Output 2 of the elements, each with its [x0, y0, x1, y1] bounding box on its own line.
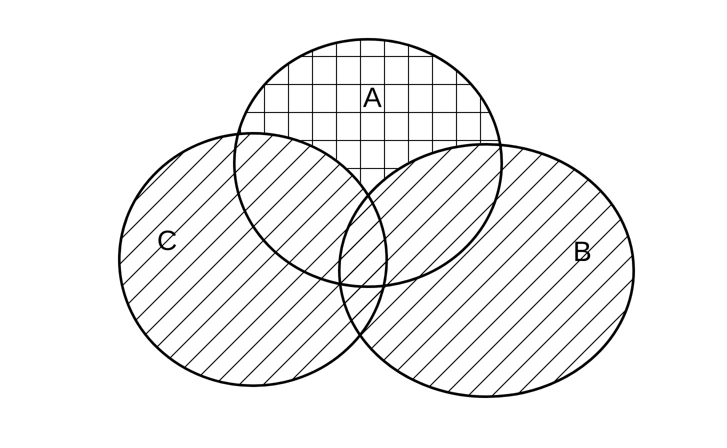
hatched-circle	[338, 143, 635, 398]
circle-label: A	[363, 84, 382, 112]
